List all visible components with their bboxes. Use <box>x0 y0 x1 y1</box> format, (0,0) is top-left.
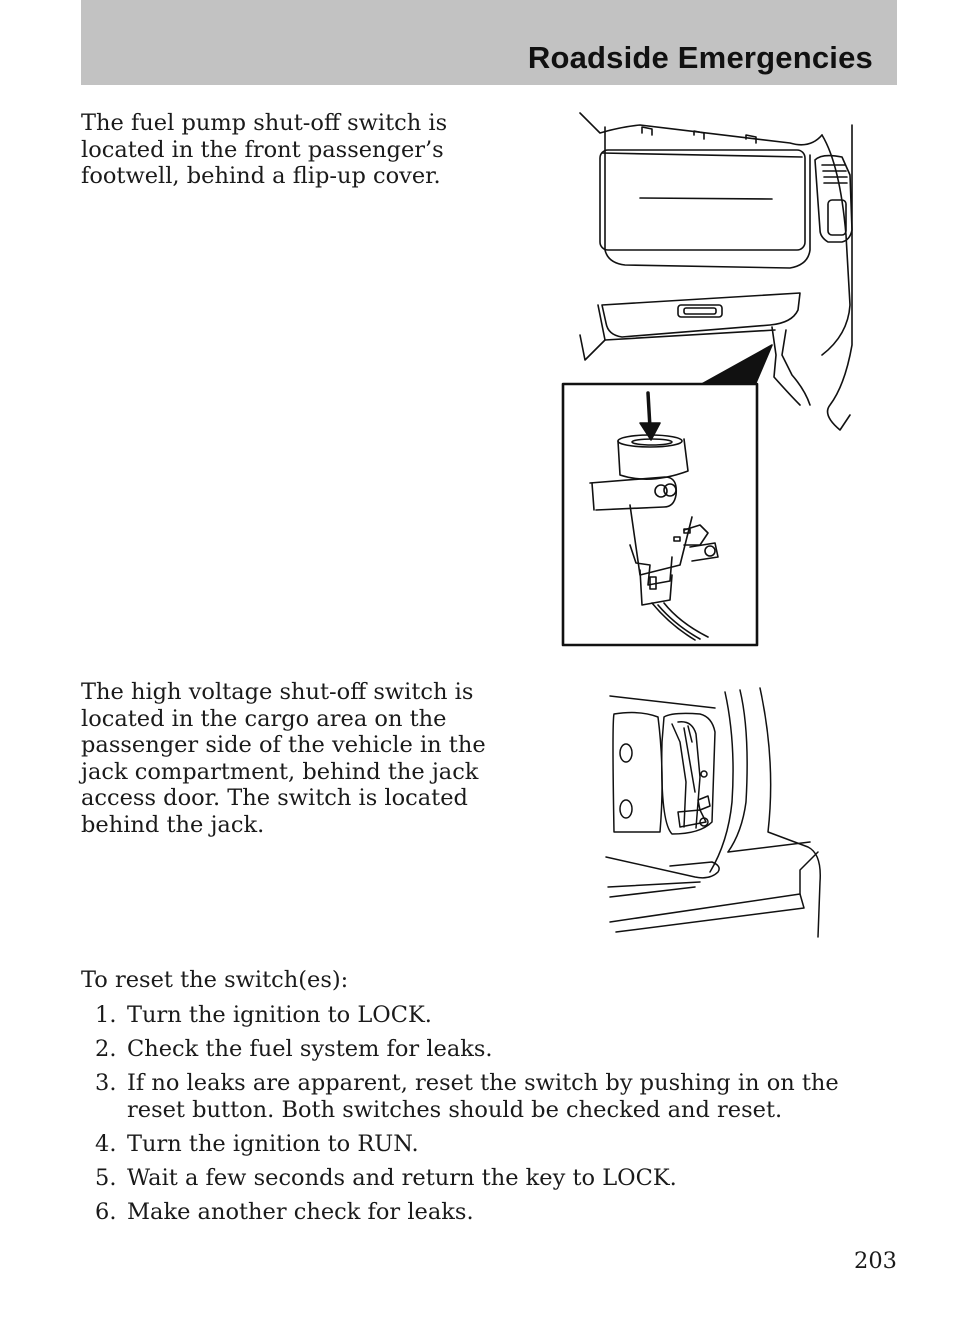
step-number: 4. <box>95 1130 117 1157</box>
step-text: Wait a few seconds and return the key to… <box>127 1164 677 1191</box>
step-text: If no leaks are apparent, reset the swit… <box>127 1070 839 1123</box>
list-item: 6. Make another check for leaks. <box>81 1199 901 1226</box>
reset-steps-list: 1. Turn the ignition to LOCK. 2. Check the… <box>81 1002 901 1233</box>
header-bar: Roadside Emergencies <box>81 0 897 85</box>
list-item: 4. Turn the ignition to RUN. <box>81 1131 901 1158</box>
page-title: Roadside Emergencies <box>527 40 873 75</box>
step-number: 2. <box>95 1036 117 1062</box>
fuel-pump-switch-paragraph: The fuel pump shut-off switch is located… <box>81 110 448 189</box>
step-number: 1. <box>95 1002 117 1028</box>
step-number: 6. <box>95 1198 117 1225</box>
step-text: Turn the ignition to LOCK. <box>127 1002 432 1028</box>
high-voltage-switch-illustration <box>600 682 830 944</box>
list-item: 2. Check the fuel system for leaks. <box>81 1036 901 1063</box>
fuel-pump-switch-illustration <box>560 105 860 650</box>
high-voltage-switch-paragraph: The high voltage shut-off switch is loca… <box>81 679 486 838</box>
list-item: 3. If no leaks are apparent, reset the sw… <box>81 1070 901 1123</box>
list-item: 1. Turn the ignition to LOCK. <box>81 1002 901 1029</box>
page-number: 203 <box>854 1248 897 1274</box>
step-number: 5. <box>95 1164 117 1191</box>
step-number: 3. <box>95 1070 117 1096</box>
reset-intro: To reset the switch(es): <box>81 967 349 993</box>
step-text: Check the fuel system for leaks. <box>127 1036 493 1062</box>
list-item: 5. Wait a few seconds and return the key … <box>81 1165 901 1192</box>
step-text: Turn the ignition to RUN. <box>127 1130 419 1157</box>
step-text: Make another check for leaks. <box>127 1198 474 1225</box>
